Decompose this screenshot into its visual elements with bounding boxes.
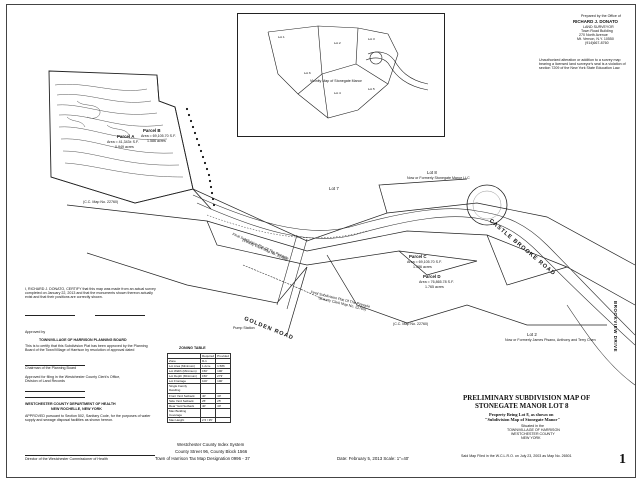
title-line-5: Situated in the [521,424,544,428]
planning-board-text: This is to certify that this Subdivision… [25,344,148,353]
svg-text:Lot 4: Lot 4 [334,91,341,95]
zoning-table-cell: Max Height [167,416,201,424]
road-right-of-way [192,194,635,346]
tax-index-line2: County Street 96, County Block 1566 [175,449,248,454]
title-line-3: Property Being Lot 8, as shown on [489,412,554,417]
approved-by: Approved by [25,330,46,334]
commissioner-label: Director of the Westchester Commissioner… [25,457,108,461]
parcel-d-label: Parcel D [423,274,441,279]
lot-2-owner: Now or Formerly James Pisano, Anthony an… [505,338,596,342]
cul-de-sac [466,184,508,226]
parcel-b-label: Parcel B [143,128,161,133]
filing-note: Approved for filing in the Westchester C… [25,375,121,384]
zoning-table-cell: 2.5 / 35' [199,416,217,424]
preparer-addr1: Town Road Building [581,29,613,33]
health-dept-text: APPROVED pursuant to Section 502, Sanita… [25,414,151,423]
zoning-table-title: ZONING TABLE [179,346,206,350]
preparer-line1: Prepared by the Office of [581,14,621,18]
lot-7-label: Lot 7 [329,186,339,191]
filed-note: Said Map Filed in the W.C.L.R.O. on July… [461,454,572,458]
zoning-table-cell [199,407,217,418]
survey-sheet: Parcel A Area = 41,343± S.F. 0.949 acres… [6,4,636,478]
date-scale: Date: February 5, 2013 Scale: 1"=40' [337,456,410,461]
parcel-b-acres: 1.586 acres [147,139,166,143]
svg-text:Lot 2: Lot 2 [334,41,341,45]
zoning-table-row: Single Family Dwelling [167,383,231,394]
parcel-c-label: Parcel C [409,254,427,259]
lot-2-label: Lot 2 [527,332,537,337]
brookview-drive [566,304,635,386]
surveyor-certification: I, RICHARD J. DONATO, CERTIFY that this … [25,287,156,300]
title-block: PRELIMINARY SUBDIVISION MAP OF STONEGATE… [461,387,637,475]
health-dept-location: NEW ROCHELLE, NEW YORK [51,407,102,411]
tax-index-line3: Town of Harrison Tax Map Designation 099… [155,456,250,461]
svg-text:Lot 1: Lot 1 [278,35,285,39]
title-line-6: TOWN/VILLAGE OF HARRISON [507,428,560,432]
lot-8-label: Lot 8 [427,170,437,175]
zoning-table-cell: Lot Width (Minimum) [167,368,201,375]
zoning-table-row: Max Building Coverage [167,407,231,418]
tree-line [185,107,216,207]
drainage-easement [206,214,368,239]
preparer-addr2: 270 North Avenue [579,33,608,37]
zoning-table-cell [215,416,231,424]
zoning-table-cell: Max Building Coverage [167,407,201,418]
zoning-table-cell: Single Family Dwelling [167,383,201,394]
road-label-brookview: BROOKVIEW DRIVE [613,301,618,353]
parcel-b-area: Area = 69,105.70 S.F. [141,134,176,138]
title-line-4: "Subdivision Map of Stonegate Manor" [485,417,560,422]
disclaimer-note: Unauthorized alteration or addition to a… [539,58,626,70]
certification-notes: I, RICHARD J. DONATO, CERTIFY that this … [25,287,157,467]
planning-board-heading: TOWN/VILLAGE OF HARRISON PLANNING BOARD [39,338,127,342]
zoning-table-cell: Provided [215,352,231,360]
map-number-1: (C.C. Map No. 22760) [83,200,119,204]
parcel-d-acres: 1.765 acres [425,285,444,289]
parcel-c-acres: 1.586 acres [413,265,432,269]
pump-station-label: Pump Station [233,326,255,330]
parcel-c-area: Area = 69,105.70 S.F. [407,260,442,264]
parcel-a-acres: 0.949 acres [115,145,134,149]
map-number-2: (C.C. Map No. 22760) [393,322,429,326]
site-plan [48,70,635,386]
zoning-table-cell [199,383,217,394]
parcel-a-area: Area = 41,343± S.F. [107,140,139,144]
zoning-table-cell [215,407,231,418]
title-line-1: PRELIMINARY SUBDIVISION MAP OF [463,394,591,402]
chairman-label: Chairman of the Planning Board [25,366,77,370]
vicinity-map-drawing: Lot 1 Lot 2 Lot 3 Lot 4 Lot 5 Lot 6 [267,25,429,119]
title-line-2: STONEGATE MANOR LOT 8 [475,402,569,410]
svg-text:Lot 5: Lot 5 [368,87,375,91]
parcel-a-label: Parcel A [117,134,135,139]
parcel-b-boundary [156,74,212,210]
health-dept-heading: WESTCHESTER COUNTY DEPARTMENT OF HEALTH [25,402,116,406]
svg-text:Lot 6: Lot 6 [304,71,311,75]
title-line-7: WESTCHESTER COUNTY [511,432,555,436]
svg-text:Lot 3: Lot 3 [368,37,375,41]
zoning-table-cell: Lot Depth (Minimum) [167,373,201,380]
title-line-8: NEW YORK [521,436,541,440]
zoning-table-cell [215,383,231,394]
vicinity-map-caption: Vicinity Map of Stonegate Manor [310,79,362,83]
preparer-name: RICHARD J. DONATO [573,19,618,24]
sheet-number: 1 [619,452,626,467]
preparer-title: LAND SURVEYOR [583,25,614,29]
lot-boundaries [50,176,635,336]
preparer-phone: (914)667-8760 [585,41,609,45]
preparer-addr3: Mt. Vernon, N.Y. 10550 [577,37,614,41]
parcel-d-area: Area = 76,865.78 S.F. [419,280,454,284]
zoning-table-cell: Required [199,352,217,360]
vicinity-map: Lot 1 Lot 2 Lot 3 Lot 4 Lot 5 Lot 6 Vici… [237,13,445,137]
tax-index-line1: Westchester County Index System [177,442,245,447]
lot-8-owner: Now or Formerly Stonegate Manor LLC [407,176,470,180]
